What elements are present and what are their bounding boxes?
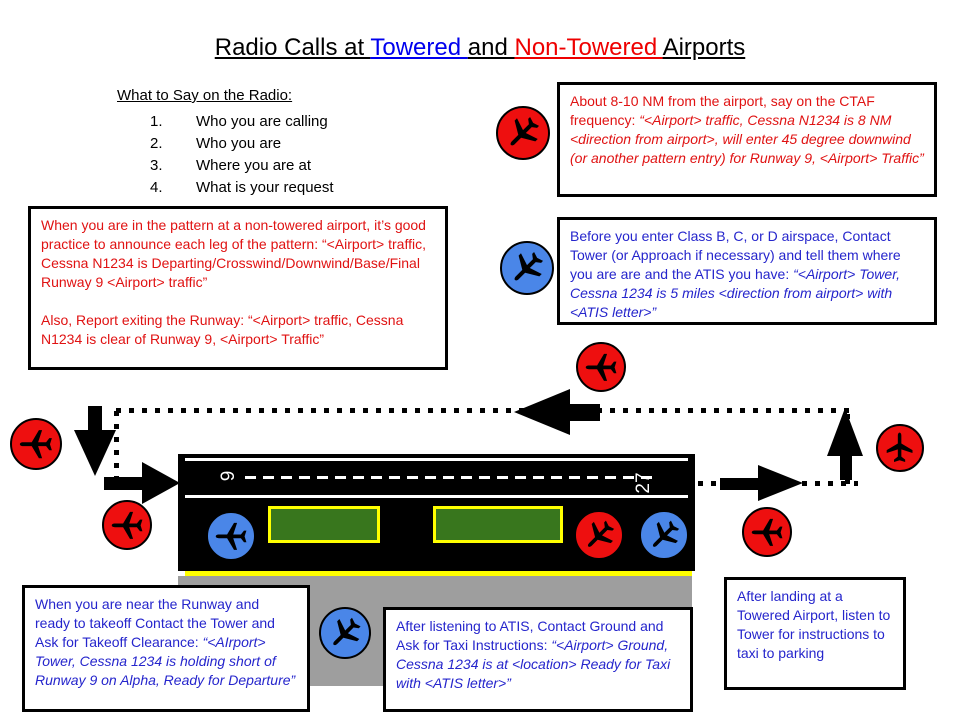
base-leg-dotted-line: [114, 411, 119, 477]
list-item-3: 3. Where you are at: [150, 155, 334, 177]
takeoff-clearance-text: When you are near the Runway and ready t…: [35, 596, 275, 650]
list-item-2: 2. Who you are: [150, 133, 334, 155]
airplane-icon-taxiing: [319, 607, 371, 659]
list-number: 2.: [150, 135, 163, 152]
tower-contact-box: Before you enter Class B, C, or D airspa…: [557, 217, 937, 325]
taxiway-hold-line: [185, 571, 692, 576]
radio-list-heading: What to Say on the Radio:: [117, 87, 293, 104]
runway: 9 27: [178, 454, 695, 571]
ctaf-call-text: About 8-10 NM from the airport, say on t…: [570, 93, 875, 128]
departure-arrow-icon: [720, 478, 760, 490]
climb-arrow-icon: [840, 452, 852, 480]
airplane-icon-crosswind-climb: [876, 424, 924, 472]
takeoff-clearance-box: When you are near the Runway and ready t…: [22, 585, 310, 712]
title-non-towered: Non-Towered: [514, 34, 663, 61]
ctaf-call-box: About 8-10 NM from the airport, say on t…: [557, 82, 937, 197]
runway-number-27: 27: [633, 472, 654, 494]
ground-taxi-box: After listening to ATIS, Contact Ground …: [383, 607, 693, 712]
title-part-1: Radio Calls at: [214, 34, 371, 61]
airplane-icon-exiting-runway: [574, 510, 624, 560]
runway-number-9: 9: [218, 470, 239, 482]
title-towered: Towered: [370, 34, 468, 61]
list-item-4: 4. What is your request: [150, 177, 334, 199]
departure-arrow-head-icon: [758, 465, 803, 501]
runway-edge-line-bottom: [185, 495, 688, 498]
climb-arrow-head-icon: [827, 408, 863, 456]
list-text: Who you are calling: [196, 113, 328, 130]
runway-centerline: [245, 476, 652, 479]
title-part-3: Airports: [662, 34, 746, 61]
list-item-1: 1. Who you are calling: [150, 111, 334, 133]
list-text: Where you are at: [196, 157, 312, 174]
list-number: 3.: [150, 157, 163, 174]
final-approach-arrow-head-icon: [142, 462, 180, 504]
taxiway-sign-left: [268, 506, 380, 543]
runway-edge-line-top: [185, 458, 688, 461]
pattern-calls-text-2: Also, Report exiting the Runway: “<Airpo…: [41, 312, 404, 347]
pattern-calls-text-1: When you are in the pattern at a non-tow…: [41, 217, 426, 290]
airplane-icon-final: [102, 500, 152, 550]
descend-arrow-head-icon: [74, 430, 116, 476]
airplane-icon-downwind: [576, 342, 626, 392]
downwind-arrow-icon: [568, 404, 600, 421]
downwind-leg-dotted-line: [116, 408, 853, 413]
title-part-2: and: [467, 34, 515, 61]
airplane-icon-ctaf-call: [496, 106, 550, 160]
after-landing-box: After landing at a Towered Airport, list…: [724, 577, 906, 690]
pattern-calls-box: When you are in the pattern at a non-tow…: [28, 206, 448, 370]
airplane-icon-landed: [639, 510, 689, 560]
ctaf-call-quote: “<Airport> traffic, Cessna N1234 is 8 NM…: [570, 112, 924, 166]
list-text: What is your request: [196, 179, 334, 196]
airplane-icon-tower-call: [500, 241, 554, 295]
ground-taxi-quote: “<Airport> Ground, Cessna 1234 is at <lo…: [396, 637, 671, 691]
tower-contact-quote: “<Airport> Tower, Cessna 1234 is 5 miles…: [570, 266, 900, 320]
after-landing-text: After landing at a Towered Airport, list…: [737, 588, 891, 661]
final-approach-arrow-icon: [104, 477, 142, 490]
takeoff-clearance-quote: “<AIrport> Tower, Cessna 1234 is holding…: [35, 634, 296, 688]
downwind-arrow-head-icon: [514, 389, 570, 435]
list-number: 4.: [150, 179, 163, 196]
list-number: 1.: [150, 113, 163, 130]
taxiway-sign-right: [433, 506, 563, 543]
descend-arrow-icon: [88, 406, 102, 432]
airplane-icon-holding-short: [206, 511, 256, 561]
page-title: Radio Calls at Towered and Non-Towered A…: [0, 34, 960, 62]
ground-taxi-text: After listening to ATIS, Contact Ground …: [396, 618, 664, 653]
list-text: Who you are: [196, 135, 282, 152]
tower-contact-text: Before you enter Class B, C, or D airspa…: [570, 228, 901, 282]
radio-checklist: What to Say on the Radio: 1. Who you are …: [117, 87, 334, 199]
airplane-icon-base-turn: [10, 418, 62, 470]
airplane-icon-departure: [742, 507, 792, 557]
